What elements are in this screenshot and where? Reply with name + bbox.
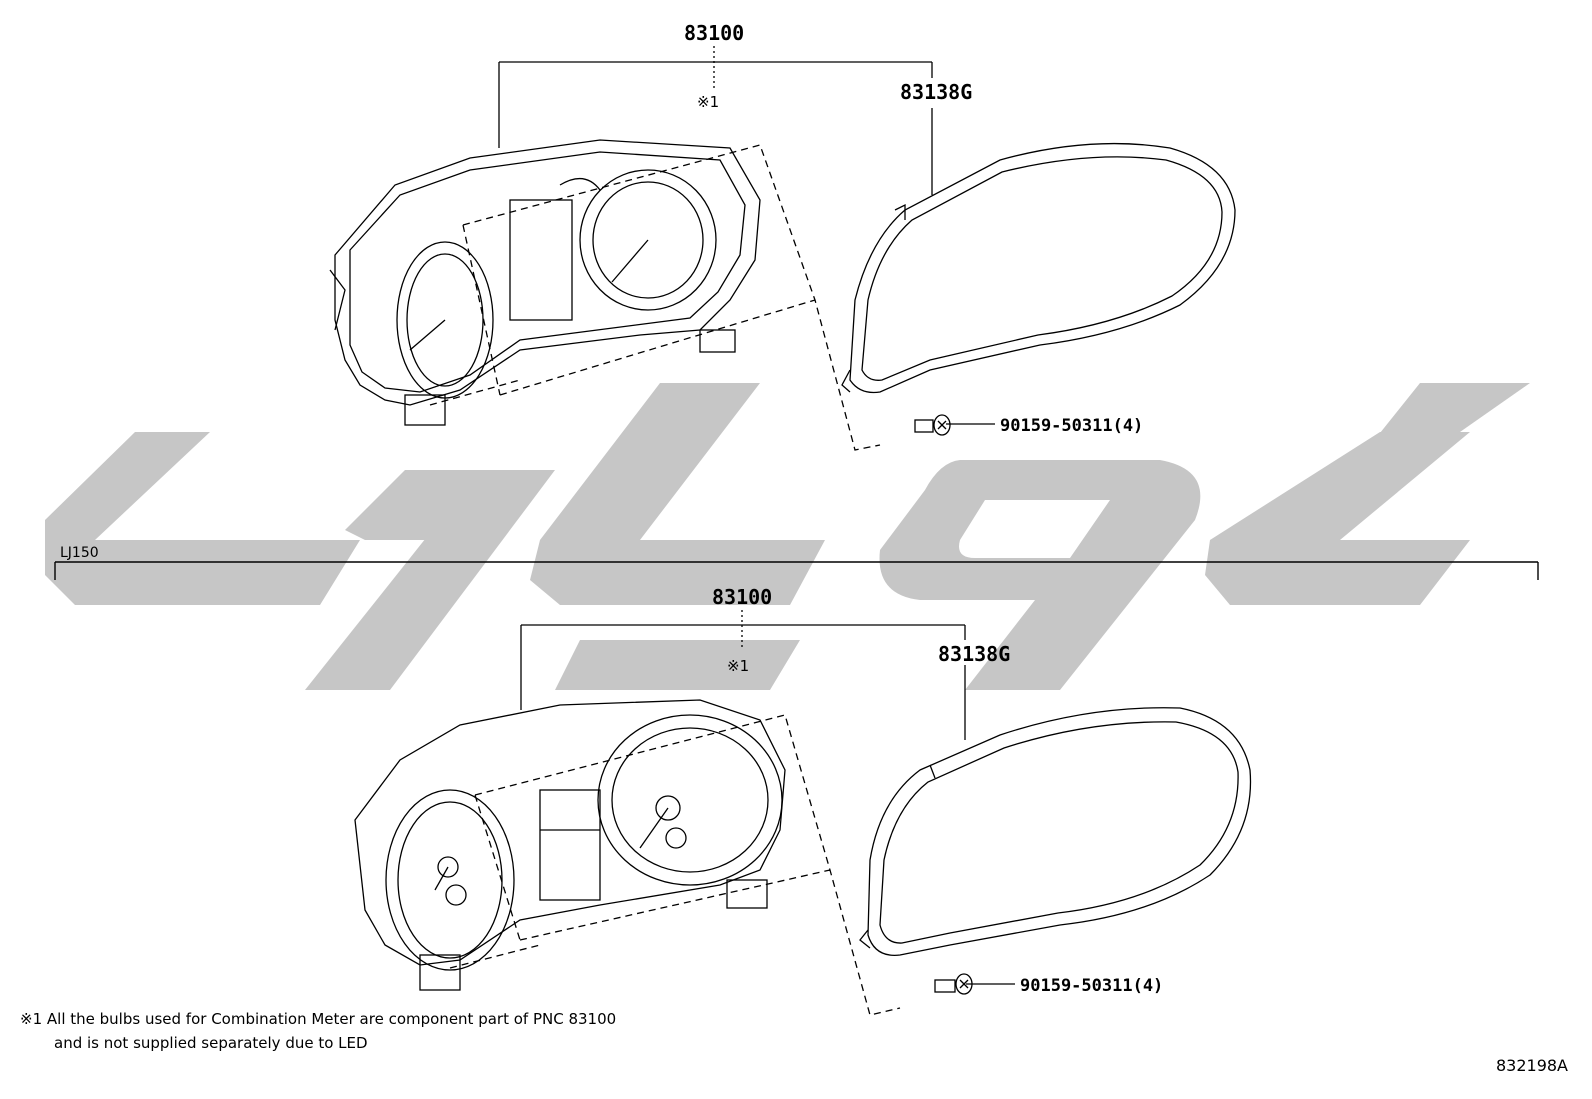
lower-combination-meter <box>354 699 786 991</box>
upper-assembly-pn: 83100 <box>684 21 744 45</box>
upper-leader-lines <box>498 46 995 425</box>
footnote-text-2: and is not supplied separately due to LE… <box>54 1034 368 1052</box>
lower-screw-pn: 90159-50311(4) <box>1020 976 1163 996</box>
variant-label: LJ150 <box>60 545 99 561</box>
footnote-text-1: All the bulbs used for Combination Meter… <box>46 1010 617 1028</box>
lower-combination-glass <box>859 707 1252 956</box>
upper-screw-pn: 90159-50311(4) <box>1000 416 1143 436</box>
upper-combination-glass <box>841 142 1236 394</box>
lower-group: 83100 ※1 83138G 90159-50311(4) <box>354 585 1252 1016</box>
lower-dashed-outline <box>449 714 901 1016</box>
lower-assembly-pn: 83100 <box>712 585 772 609</box>
variant-divider <box>54 561 1539 580</box>
watermark-shape-5 <box>555 640 800 690</box>
watermark-logo <box>45 383 1530 690</box>
footnote-line-1: ※1 All the bulbs used for Combination Me… <box>20 1010 616 1028</box>
watermark-shape-8 <box>1205 432 1470 605</box>
upper-combination-meter <box>329 139 761 426</box>
lower-screw <box>934 973 973 995</box>
watermark-shape-1 <box>45 432 360 605</box>
upper-assembly-mark: ※1 <box>697 93 719 111</box>
watermark-shape-6 <box>879 460 1201 690</box>
lower-leader-lines <box>520 610 1015 985</box>
footnote-mark: ※1 <box>20 1010 43 1028</box>
lower-assembly-mark: ※1 <box>727 657 749 675</box>
illustration-code: 832198A <box>1495 1056 1568 1075</box>
upper-glass-pn: 83138G <box>900 80 972 104</box>
watermark-shape-3 <box>305 470 555 690</box>
upper-group: 83100 ※1 83138G 90159-50311(4) <box>329 21 1236 451</box>
footnote-line-2: and is not supplied separately due to LE… <box>54 1034 368 1052</box>
watermark-shape-4 <box>530 383 825 605</box>
upper-screw <box>914 414 951 436</box>
lower-glass-pn: 83138G <box>938 642 1010 666</box>
upper-dashed-outline <box>429 144 881 451</box>
